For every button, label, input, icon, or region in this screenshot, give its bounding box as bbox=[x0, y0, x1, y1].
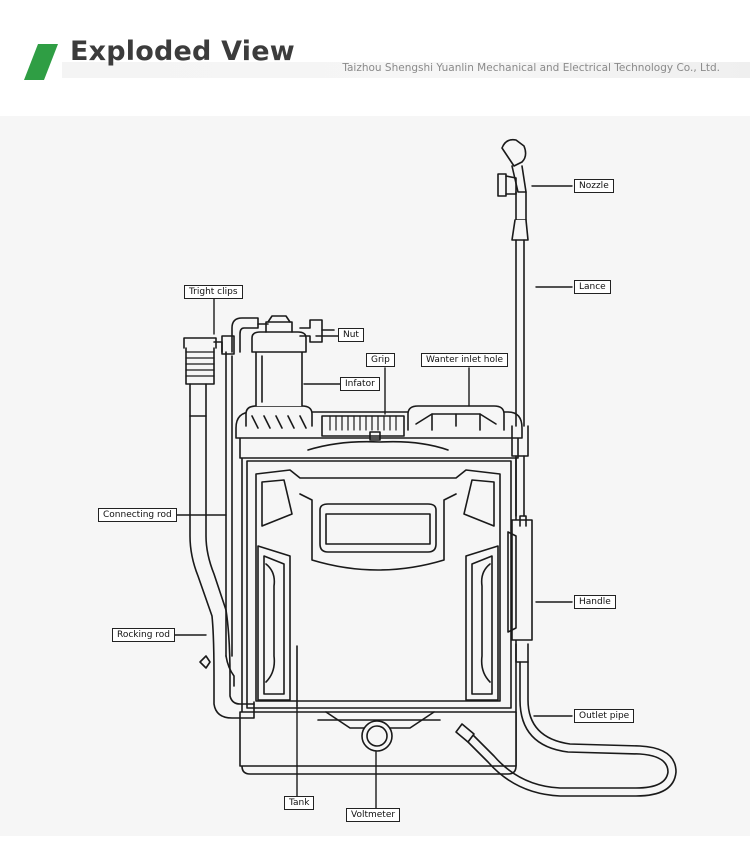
leader-lines bbox=[171, 185, 573, 809]
trigger-handle bbox=[507, 515, 533, 663]
page-title: Exploded View bbox=[70, 36, 295, 67]
voltmeter-gauge bbox=[361, 720, 393, 752]
rocking-rod bbox=[183, 337, 255, 719]
grip-handle bbox=[307, 415, 449, 451]
label-grip: Grip bbox=[366, 353, 395, 367]
label-rocking-rod: Rocking rod bbox=[112, 628, 176, 642]
label-water-inlet: Wanter inlet hole bbox=[421, 353, 509, 367]
water-inlet-lid bbox=[407, 405, 505, 431]
label-outlet-pipe: Outlet pipe bbox=[574, 709, 635, 723]
label-lance: Lance bbox=[574, 280, 611, 294]
title-band bbox=[62, 62, 750, 78]
label-nut: Nut bbox=[338, 328, 364, 342]
label-tank: Tank bbox=[284, 796, 315, 810]
header: Exploded View Taizhou Shengshi Yuanlin M… bbox=[0, 0, 750, 116]
inflator-pump bbox=[245, 315, 313, 429]
company-name: Taizhou Shengshi Yuanlin Mechanical and … bbox=[342, 62, 720, 74]
label-handle: Handle bbox=[574, 595, 616, 609]
label-voltmeter: Voltmeter bbox=[346, 808, 401, 822]
diagram-canvas: Nozzle Lance Tright clips Nut Grip Wante… bbox=[0, 116, 750, 836]
label-connecting-rod: Connecting rod bbox=[98, 508, 177, 522]
label-infator: Infator bbox=[340, 377, 380, 391]
green-accent-icon bbox=[24, 44, 58, 80]
sprayer-diagram bbox=[171, 138, 677, 809]
label-tright-clips: Tright clips bbox=[184, 285, 243, 299]
outlet-pipe-hose bbox=[455, 661, 677, 797]
tank-body bbox=[235, 411, 523, 775]
lance-nozzle bbox=[497, 138, 529, 517]
label-nozzle: Nozzle bbox=[574, 179, 614, 193]
